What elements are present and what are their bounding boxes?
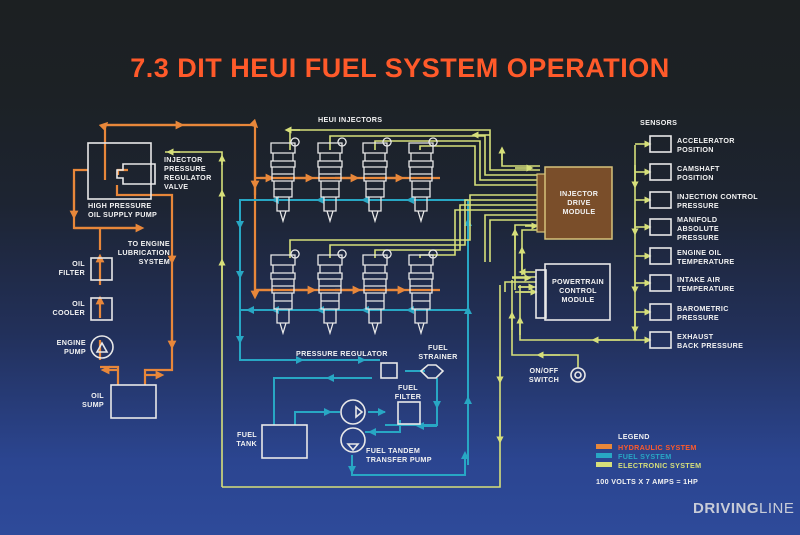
sensor-box <box>649 191 672 209</box>
sensor-box <box>649 274 672 292</box>
fuel-strainer <box>419 364 445 379</box>
injector-bank-lower <box>270 249 438 334</box>
sensor-box <box>649 218 672 236</box>
pressure-regulator-label: PRESSURE REGULATOR <box>296 349 388 358</box>
oil-filter <box>90 257 113 281</box>
powertrain-control-module <box>535 263 611 321</box>
electronic-lines <box>165 126 652 488</box>
injector <box>362 137 392 222</box>
injector <box>317 137 347 222</box>
legend-swatch-hydraulic <box>596 444 612 449</box>
injector <box>408 249 438 334</box>
sensor-box <box>649 163 672 181</box>
injector <box>270 137 300 222</box>
legend-item-hydraulic: HYDRAULIC SYSTEM <box>618 443 697 452</box>
sensor-box <box>649 303 672 321</box>
oil-cooler <box>90 297 113 321</box>
sensor-box <box>649 135 672 153</box>
injector-drive-module <box>536 166 613 240</box>
high-pressure-oil-supply-pump <box>87 142 156 200</box>
sensor-list <box>649 135 672 349</box>
fuel-lines <box>236 196 472 476</box>
injector <box>362 249 392 334</box>
legend: LEGEND HYDRAULIC SYSTEM FUEL SYSTEM ELEC… <box>596 432 701 486</box>
legend-item-electronic: ELECTRONIC SYSTEM <box>618 461 701 470</box>
heui-injectors-label: HEUI INJECTORS <box>318 115 382 124</box>
legend-heading: LEGEND <box>618 432 650 441</box>
injector <box>317 249 347 334</box>
pressure-regulator <box>380 362 398 379</box>
legend-swatch-fuel <box>596 453 612 458</box>
sensor-box <box>649 247 672 265</box>
engine-pump <box>90 335 114 359</box>
watermark: DRIVINGLINE <box>693 500 794 517</box>
sensors-heading: SENSORS <box>640 118 677 127</box>
sensor-box <box>649 331 672 349</box>
diagram-title: 7.3 DIT HEUI FUEL SYSTEM OPERATION <box>130 53 670 83</box>
legend-swatch-electronic <box>596 462 612 467</box>
fuel-filter <box>397 401 421 425</box>
oil-sump <box>110 384 157 419</box>
legend-item-fuel: FUEL SYSTEM <box>618 452 672 461</box>
injector-bank-upper <box>270 137 438 222</box>
injector <box>270 249 300 334</box>
injector <box>408 137 438 222</box>
hydraulic-lines <box>69 118 440 385</box>
on-off-switch <box>570 367 586 383</box>
legend-note: 100 VOLTS X 7 AMPS = 1HP <box>596 477 698 486</box>
fuel-tank <box>261 424 308 459</box>
fuel-tandem-transfer-pump <box>340 399 366 453</box>
